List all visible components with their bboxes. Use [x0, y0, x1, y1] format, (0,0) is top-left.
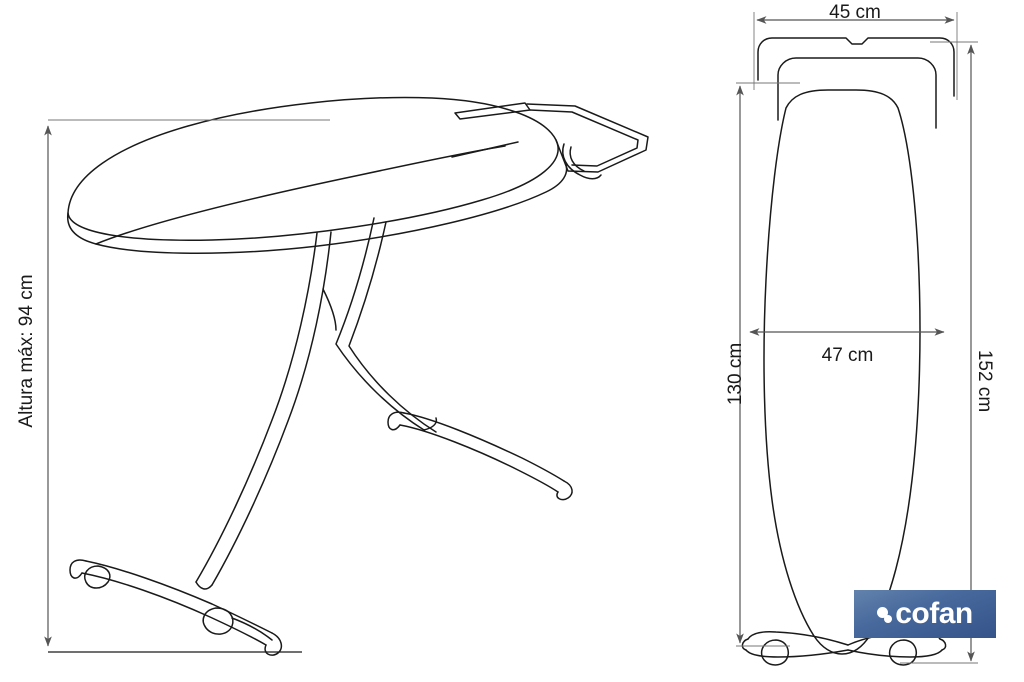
- iron-rest-bracket: [562, 143, 602, 180]
- side-view-group: [66, 96, 649, 656]
- front-view-rear-panel: [757, 37, 955, 97]
- dimension-label-height-152: 152 cm: [974, 349, 995, 413]
- leg-front-right: [335, 217, 425, 431]
- front-left-foot-rail: [747, 631, 849, 646]
- rear-foot-cap-piece: [231, 617, 273, 641]
- cofan-logo-badge: cofan: [854, 590, 996, 638]
- iron-rest-bracket-inner: [569, 146, 585, 172]
- front-right-foot-cap: [939, 638, 947, 651]
- leg-front-right-edge: [348, 221, 437, 433]
- leg-rear-left-foot-joint: [195, 581, 213, 590]
- cofan-logo-text: cofan: [895, 597, 973, 630]
- rear-foot-left-cap: [69, 559, 87, 579]
- leg-cross-detail: [322, 288, 337, 331]
- board-surface-highlight: [451, 141, 519, 158]
- front-foot-rail-lower: [399, 424, 559, 493]
- front-view-mid-panel: [777, 57, 937, 129]
- rear-foot-left-wheel: [84, 565, 111, 589]
- front-left-foot-rail-lower: [745, 649, 849, 658]
- iron-rest-left-strut: [454, 102, 531, 120]
- rear-foot-rail-lower: [81, 572, 267, 646]
- front-right-wheel: [888, 639, 917, 666]
- dimension-label-height-130: 130 cm: [725, 342, 746, 406]
- board-inner-crease: [95, 145, 506, 245]
- front-leg-foot-joint: [423, 417, 438, 431]
- leg-rear-left: [195, 232, 318, 583]
- magnifier-icon: [877, 605, 894, 624]
- cofan-logo-inner: cofan: [877, 599, 973, 629]
- dimension-label-width-47: 47 cm: [821, 345, 874, 366]
- iron-rest-outer-frame: [526, 103, 649, 173]
- front-view-board-silhouette: [763, 89, 921, 655]
- front-left-foot-cap: [741, 638, 749, 651]
- front-right-foot-rail-lower: [847, 649, 943, 658]
- front-foot-right-cap: [556, 480, 573, 501]
- dimension-label-height-max: Altura máx: 94 cm: [16, 274, 37, 428]
- front-foot-left-cap: [387, 411, 405, 431]
- leg-rear-left-edge: [211, 231, 332, 586]
- dimension-label-width-45: 45 cm: [829, 2, 881, 23]
- front-left-wheel: [760, 639, 789, 666]
- front-foot-rail: [403, 412, 565, 482]
- rear-foot-right-wheel: [202, 607, 234, 635]
- board-top-surface: [67, 96, 559, 242]
- board-edge-thickness: [66, 161, 568, 255]
- iron-rest-inner-frame: [529, 109, 639, 167]
- rear-foot-rail: [85, 560, 273, 634]
